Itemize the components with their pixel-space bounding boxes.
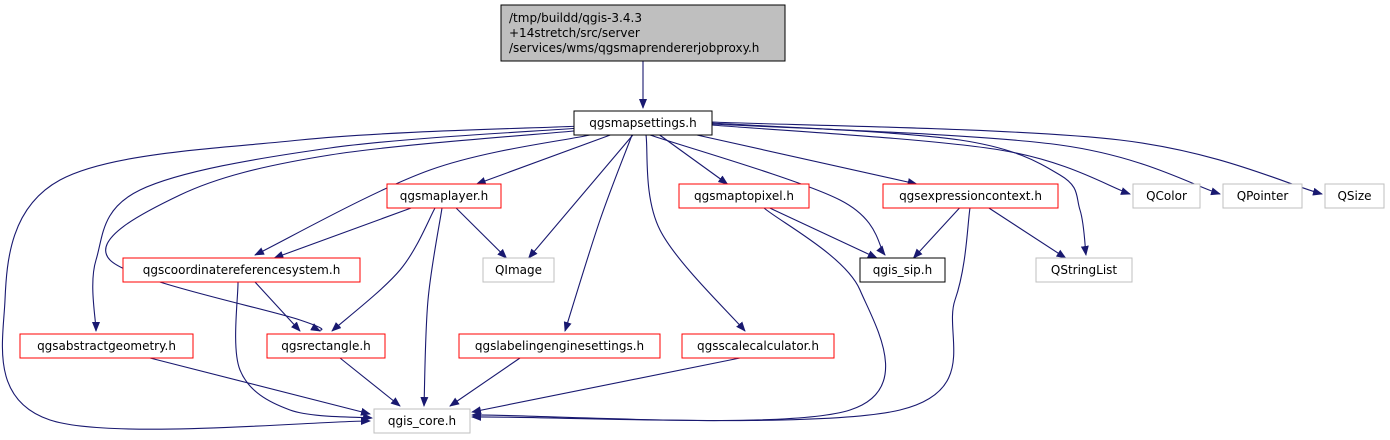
edge-qgsmaptopixel-to-qgis_sip [769,207,878,259]
edge-qgsmaplayer-to-qgscoordinatereferencesystem [273,207,412,259]
node-qgis_sip[interactable]: qgis_sip.h [859,257,946,283]
node-box [373,408,471,434]
edge-qgscoordinatereferencesystem-to-qgis_core [235,281,373,422]
node-label: qgsscalecalculator.h [697,339,819,353]
edge-qgsmapsettings-to-qcolor [711,124,1131,195]
node-label: qgscoordinatereferencesystem.h [143,263,341,277]
edge-qgsmapsettings-to-qgscoordinatereferencesystem [254,134,591,256]
edge-qgsexpressioncontext-to-qgis_sip [912,207,960,259]
node-box [1222,183,1303,209]
node-qgsabstractgeometry[interactable]: qgsabstractgeometry.h [19,333,194,359]
node-label: qgsmaptopixel.h [694,189,794,203]
node-label: /tmp/buildd/qgis-3.4.3 [509,11,642,25]
node-label: qgsrectangle.h [281,339,371,353]
node-qgslabelingenginesettings[interactable]: qgslabelingenginesettings.h [458,333,661,359]
node-box [1132,183,1201,209]
node-label: qgis_sip.h [873,263,932,277]
edge-qgsmaptopixel-to-qgis_core [471,207,887,422]
node-label: /services/wms/qgsmaprendererjobproxy.h [509,41,759,55]
node-box [859,257,946,283]
node-label: QColor [1146,189,1187,203]
node-qgis_core[interactable]: qgis_core.h [373,408,471,434]
edge-qgsmapsettings-to-qimage [528,134,634,259]
edge-qgsrectangle-to-qgis_core [339,357,401,407]
edge-qgsmapsettings-to-qgis_sip [649,134,886,256]
node-box [458,333,661,359]
edge-qgsmaplayer-to-qgsrectangle [331,207,436,332]
node-qgsmaptopixel[interactable]: qgsmaptopixel.h [678,183,810,209]
node-box [573,110,713,136]
node-label: qgsexpressioncontext.h [899,189,1042,203]
node-label: qgsabstractgeometry.h [37,339,176,353]
edge-qgsexpressioncontext-to-qstringlist [988,207,1067,259]
edges-layer [1,61,1323,430]
node-label: +14stretch/src/server [509,26,640,40]
edge-qgsabstractgeometry-to-qgis_core [149,357,371,416]
edge-qgsmaplayer-to-qimage [455,207,508,259]
edge-qgsmapsettings-to-qsize [711,121,1323,196]
node-label: QPointer [1237,189,1289,203]
node-box [482,257,555,283]
node-qgsexpressioncontext[interactable]: qgsexpressioncontext.h [882,183,1059,209]
node-box [1324,183,1385,209]
edge-qgsmapsettings-to-qgsscalecalculator [645,134,746,332]
node-box [681,333,835,359]
node-label: qgsmaplayer.h [400,189,489,203]
node-label: QImage [495,263,542,277]
node-box [1035,257,1133,283]
node-qimage[interactable]: QImage [482,257,555,283]
node-box [500,4,786,62]
node-label: qgis_core.h [388,414,456,428]
edge-qgsexpressioncontext-to-qgis_core [471,207,971,422]
node-label: QSize [1337,189,1371,203]
node-box [19,333,194,359]
edge-qgsmapsettings-to-qgis_core [1,125,583,430]
edge-qgsmapsettings-to-qgsabstractgeometry [91,127,581,332]
edge-qgsmapsettings-to-qgslabelingenginesettings [563,134,633,332]
edge-qgsmapsettings-to-qgsexpressioncontext [696,134,918,186]
node-box [882,183,1059,209]
edge-qgsscalecalculator-to-qgis_core [471,357,741,415]
node-qsize[interactable]: QSize [1324,183,1385,209]
edge-qgsmapsettings-to-qgsmaptopixel [659,134,729,185]
node-box [122,257,361,283]
node-qgsscalecalculator[interactable]: qgsscalecalculator.h [681,333,835,359]
node-qpointer[interactable]: QPointer [1222,183,1303,209]
node-label: qgslabelingenginesettings.h [475,339,644,353]
node-qgscoordinatereferencesystem[interactable]: qgscoordinatereferencesystem.h [122,257,361,283]
edge-qgsmapsettings-to-qgsrectangle [105,129,586,332]
node-qgsrectangle[interactable]: qgsrectangle.h [266,333,386,359]
edge-qgsmaplayer-to-qgis_core [420,207,443,407]
edge-qgslabelingenginesettings-to-qgis_core [449,357,521,407]
node-box [678,183,810,209]
edge-qgsmapsettings-to-qstringlist [711,122,1089,256]
node-root[interactable]: /tmp/buildd/qgis-3.4.3+14stretch/src/ser… [500,4,786,62]
node-qgsmapsettings[interactable]: qgsmapsettings.h [573,110,713,136]
edge-qgsmapsettings-to-qgsmaplayer [475,134,611,185]
node-qstringlist[interactable]: QStringList [1035,257,1133,283]
nodes-layer: /tmp/buildd/qgis-3.4.3+14stretch/src/ser… [19,4,1385,434]
node-label: QStringList [1051,263,1118,277]
node-box [386,183,502,209]
node-qgsmaplayer[interactable]: qgsmaplayer.h [386,183,502,209]
node-label: qgsmapsettings.h [589,116,696,130]
edge-qgscoordinatereferencesystem-to-qgsrectangle [254,281,301,332]
node-qcolor[interactable]: QColor [1132,183,1201,209]
node-box [266,333,386,359]
